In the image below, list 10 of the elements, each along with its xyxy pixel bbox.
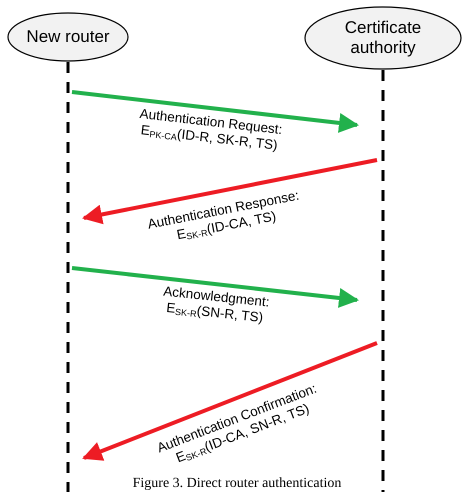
message-arrow <box>72 266 359 308</box>
participant-name: New router <box>25 27 111 47</box>
participant-lifeline <box>7 12 129 492</box>
participant-name: Certificate authority <box>344 18 422 58</box>
message-arrow <box>82 158 378 224</box>
message-label: Authentication Request: E$_{PK-CA}$(ID-R, SK-R, TS) <box>138 105 284 155</box>
message-label: Acknowledgment: E$_{SK-R}$(SN-R, TS) <box>161 282 271 328</box>
figure-caption: Figure 3. Direct router authentication <box>132 476 342 492</box>
message-arrow <box>82 341 378 461</box>
message-arrow <box>72 90 359 133</box>
